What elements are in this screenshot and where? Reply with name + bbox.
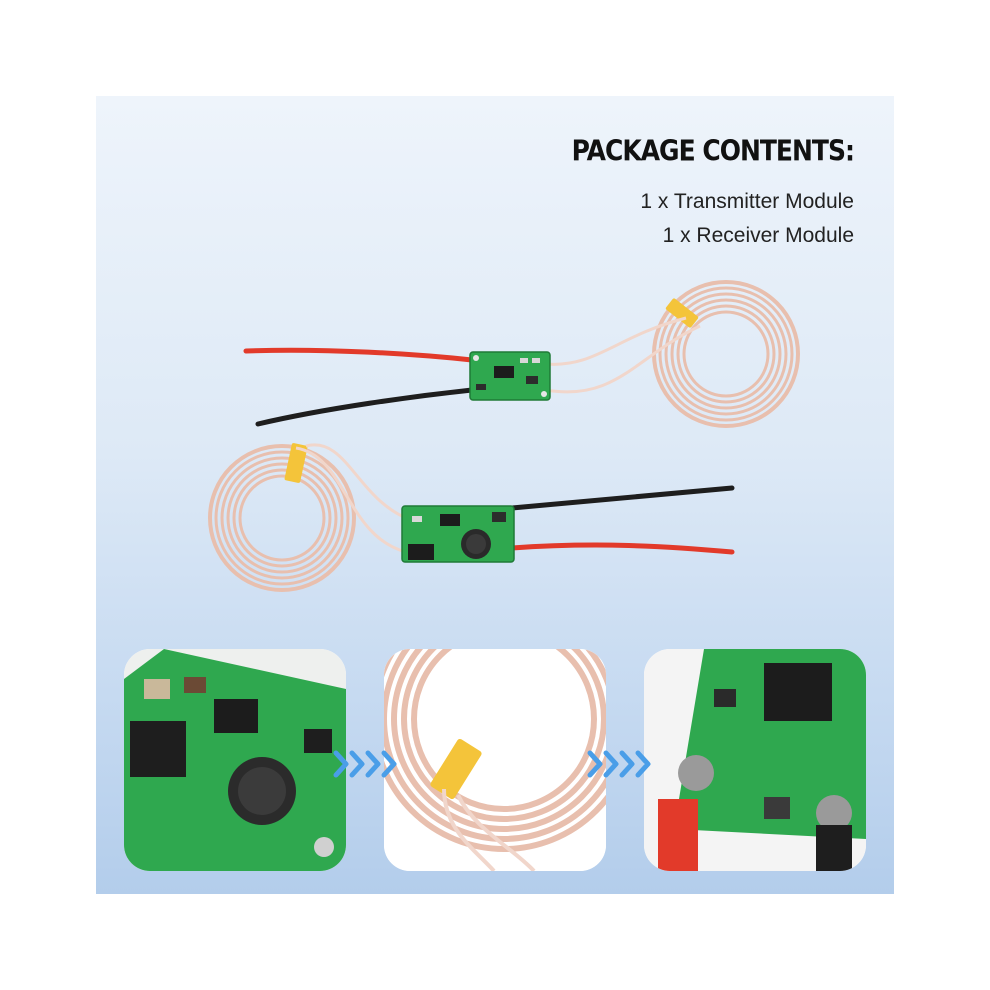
pcb-closeup <box>124 649 346 871</box>
red-wire <box>243 347 475 363</box>
detail-receiver-board <box>124 649 346 871</box>
transmitter-module <box>243 280 800 428</box>
receiver-pcb <box>401 505 515 563</box>
detail-transmitter-board <box>644 649 866 871</box>
receiver-module <box>208 443 735 592</box>
capacitor <box>184 677 206 693</box>
chevron-right-icon <box>587 750 651 778</box>
coil-lead-wire <box>545 316 687 366</box>
chip <box>214 699 258 733</box>
content-item-receiver: 1 x Receiver Module <box>662 224 854 247</box>
coil-tape <box>284 443 308 483</box>
transmitter-pcb <box>469 351 551 401</box>
regulator <box>304 729 332 753</box>
diode <box>130 721 186 777</box>
resistor <box>714 689 736 707</box>
coil-lead-wire <box>305 443 407 520</box>
red-wire <box>509 542 735 555</box>
chip <box>764 663 832 721</box>
receiver-coil <box>208 444 356 592</box>
coil-tape <box>665 298 699 328</box>
solder-pad <box>314 837 334 857</box>
coil-tape <box>430 738 482 800</box>
black-wire <box>816 825 852 871</box>
solder-pad <box>678 755 714 791</box>
black-wire <box>255 387 475 427</box>
red-wire <box>658 799 698 871</box>
coil-lead-wire <box>442 788 496 871</box>
coil-lead-wire <box>456 794 536 871</box>
black-wire <box>509 485 735 511</box>
package-contents-heading: PACKAGE CONTENTS: <box>571 133 855 168</box>
detail-coil <box>384 649 606 871</box>
coil-lead-wire <box>545 324 701 394</box>
content-item-transmitter: 1 x Transmitter Module <box>640 190 854 213</box>
coil-lead-wire <box>295 446 407 554</box>
product-image-panel: PACKAGE CONTENTS: 1 x Transmitter Module… <box>96 96 894 894</box>
capacitor <box>144 679 170 699</box>
modules-photo <box>208 280 800 592</box>
solder-pad <box>816 795 852 831</box>
resistor <box>764 797 790 819</box>
chevron-right-icon <box>333 750 397 778</box>
coil-closeup <box>384 649 606 852</box>
